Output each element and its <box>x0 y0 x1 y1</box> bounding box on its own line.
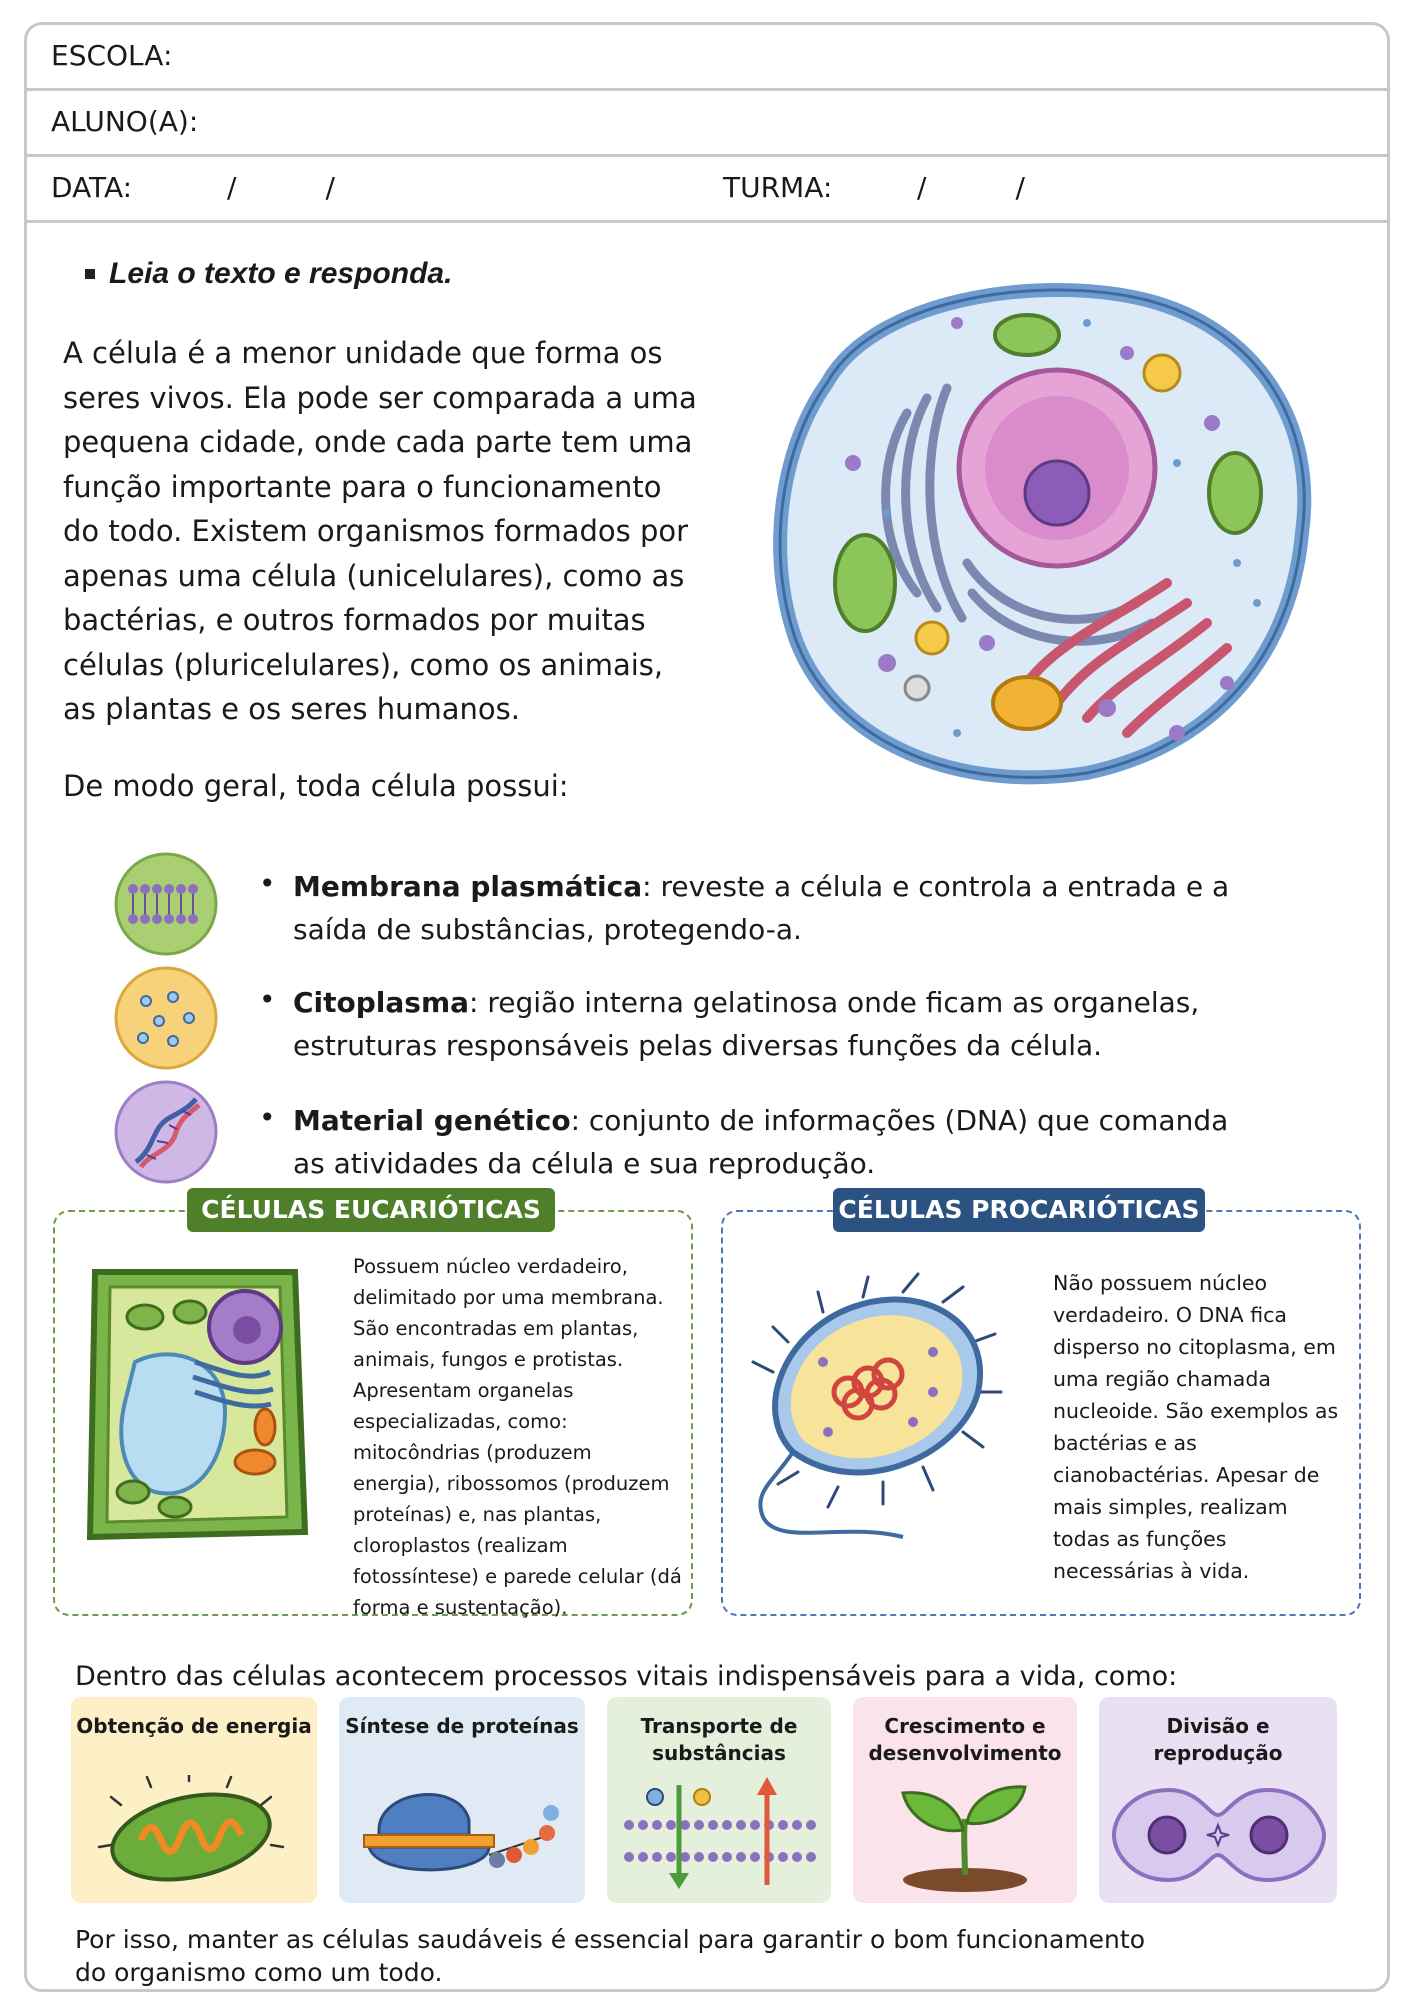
component-desc: : conjunto de informações (DNA) que coma… <box>293 1104 1229 1180</box>
cell-division-icon <box>1111 1787 1327 1883</box>
instruction: Leia o texto e responda. <box>109 257 453 290</box>
eukaryotic-text: Possuem núcleo verdadeiro, delimitado po… <box>353 1255 682 1619</box>
animal-cell-icon <box>773 283 1312 785</box>
process-label: Obtenção de energia <box>76 1714 312 1738</box>
process-card-growth: Crescimento e desenvolvimento <box>853 1697 1077 1903</box>
school-label: ESCOLA: <box>51 39 173 72</box>
class-label: TURMA: <box>723 171 833 204</box>
eukaryotic-box <box>53 1210 693 1616</box>
component-text: Membrana plasmática: reveste a célula e … <box>293 865 1233 951</box>
class-slashes: / / <box>917 171 1025 204</box>
component-desc: : região interna gelatinosa onde ficam a… <box>293 986 1200 1062</box>
component-desc: : reveste a célula e controla a entrada … <box>293 870 1230 946</box>
conclusion-text: Por isso, manter as células saudáveis é … <box>75 1925 1145 1987</box>
sprout-icon <box>901 1785 1027 1892</box>
plant-cell-icon <box>86 1269 309 1541</box>
process-card-energy: Obtenção de energia <box>71 1697 317 1903</box>
component-term: Material genético <box>293 1104 571 1137</box>
component-text: Material genético: conjunto de informaçõ… <box>293 1099 1233 1185</box>
eukaryotic-title: CÉLULAS EUCARIÓTICAS <box>187 1188 555 1232</box>
list-bullet: • <box>259 1101 276 1134</box>
process-label: Síntese de proteínas <box>345 1714 579 1738</box>
intro-text: A célula é a menor unidade que forma os … <box>63 336 697 726</box>
processes-intro: Dentro das células acontecem processos v… <box>75 1661 1178 1692</box>
dna-icon <box>114 1080 218 1184</box>
date-label: DATA: <box>51 171 133 204</box>
list-bullet: • <box>259 867 276 900</box>
mitochondrion-icon <box>97 1775 285 1882</box>
prokaryotic-text: Não possuem núcleo verdadeiro. O DNA fic… <box>1053 1271 1339 1583</box>
process-card-transport: Transporte de substâncias <box>607 1697 831 1903</box>
process-label: Transporte de substâncias <box>640 1714 798 1765</box>
date-slashes: / / <box>227 171 335 204</box>
school-row: ESCOLA: <box>27 25 1387 91</box>
prokaryotic-title: CÉLULAS PROCARIÓTICAS <box>833 1188 1205 1232</box>
student-row: ALUNO(A): <box>27 91 1387 157</box>
process-card-protein: Síntese de proteínas <box>339 1697 585 1903</box>
component-text: Citoplasma: região interna gelatinosa on… <box>293 981 1233 1067</box>
membrane-transport-icon <box>624 1777 816 1889</box>
process-label: Crescimento e desenvolvimento <box>868 1714 1062 1765</box>
cytoplasm-icon <box>114 966 218 1070</box>
membrane-icon <box>114 852 218 956</box>
student-label: ALUNO(A): <box>51 105 199 138</box>
ribosome-icon <box>363 1793 559 1872</box>
process-label: Divisão e reprodução <box>1153 1714 1283 1765</box>
bacterium-icon <box>751 1272 1003 1539</box>
date-row: DATA: / / TURMA: / / <box>27 157 1387 223</box>
prokaryotic-box <box>721 1210 1361 1616</box>
process-card-division: Divisão e reprodução <box>1099 1697 1337 1903</box>
component-term: Citoplasma <box>293 986 470 1019</box>
components-lead: De modo geral, toda célula possui: <box>63 769 569 803</box>
square-bullet-icon <box>85 269 95 279</box>
list-bullet: • <box>259 983 276 1016</box>
worksheet-page: ESCOLA: ALUNO(A): DATA: / / TURMA: / / L… <box>24 22 1390 1992</box>
component-term: Membrana plasmática <box>293 870 643 903</box>
